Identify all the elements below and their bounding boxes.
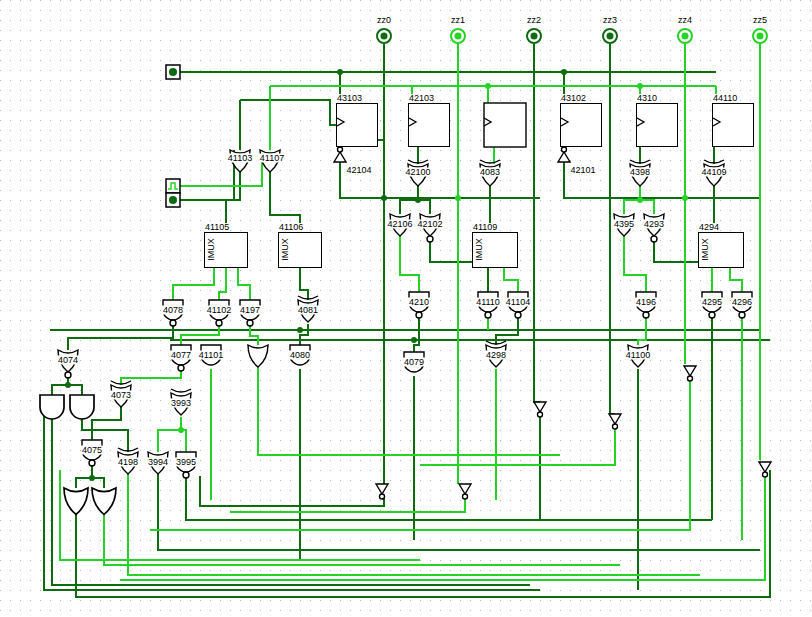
not-gate <box>459 484 471 499</box>
gate-label: 41107 <box>259 154 285 163</box>
or-gate <box>64 488 88 514</box>
mux-box: 41106IMUX <box>278 232 322 268</box>
gate-label: 4298 <box>485 351 507 360</box>
pin-name: zz5 <box>752 16 768 25</box>
clock-marker <box>409 117 419 129</box>
gate-label: 41103 <box>227 154 253 163</box>
pin-name: zz2 <box>526 16 542 25</box>
flip-flop-box: 43103 <box>336 103 378 147</box>
gate-label: 4398 <box>629 168 651 177</box>
gate-label: 4081 <box>297 306 319 315</box>
clock-marker <box>561 117 571 129</box>
wire-high <box>60 44 765 580</box>
gate-label: 4197 <box>239 306 261 315</box>
gate-label: 41101 <box>198 351 224 360</box>
gate-label: 4073 <box>110 391 132 400</box>
or-gate <box>92 488 116 514</box>
gate-label: 4077 <box>170 351 192 360</box>
not-gate <box>334 147 346 162</box>
flip-flop-unlabeled <box>484 103 526 147</box>
component-label: 41105 <box>205 223 229 232</box>
clock-marker <box>713 117 723 129</box>
pin-name: zz3 <box>602 16 618 25</box>
and-gate <box>70 395 94 419</box>
clock-marker <box>637 117 647 129</box>
clock-marker <box>337 117 347 129</box>
pin-name: zz1 <box>450 16 466 25</box>
pin-name: zz0 <box>376 16 392 25</box>
gate-label: 4196 <box>635 298 657 307</box>
gate-label: 3993 <box>170 399 192 408</box>
or-gate <box>248 345 268 367</box>
mux-box: 41105IMUX <box>204 232 248 268</box>
clock-marker-path <box>337 118 344 126</box>
gate-label: 3995 <box>175 458 197 467</box>
not-gate <box>609 414 621 429</box>
gate-label: 4293 <box>643 220 665 229</box>
logic-gates <box>40 147 771 514</box>
gate-label: 4079 <box>403 358 425 367</box>
output-pins <box>377 29 767 43</box>
pin-name: zz4 <box>677 16 693 25</box>
mux-box: 41109IMUX <box>472 232 518 268</box>
gate-label: 42101 <box>569 166 596 175</box>
junction-dots <box>65 69 567 481</box>
input-pins <box>166 65 180 207</box>
component-type: IMUX <box>281 238 290 261</box>
gate-label: 4083 <box>479 168 501 177</box>
not-gate <box>759 462 771 477</box>
not-gate <box>376 484 388 499</box>
not-gate <box>558 147 570 162</box>
gate-label: 41110 <box>475 298 501 307</box>
gate-label: 42106 <box>386 220 413 229</box>
component-label: 4294 <box>699 223 719 232</box>
gate-label: 4080 <box>289 351 311 360</box>
gate-label: 4198 <box>117 458 139 467</box>
not-gate <box>534 402 546 417</box>
component-label: 41106 <box>279 223 303 232</box>
wire-low <box>44 44 770 597</box>
gate-label: 4210 <box>408 298 430 307</box>
component-label: 44110 <box>713 94 737 103</box>
gate-label: 42102 <box>416 220 443 229</box>
clock-marker-path <box>713 118 720 126</box>
gate-label: 4296 <box>731 298 753 307</box>
gate-label: 41102 <box>206 306 232 315</box>
gate-label: 44109 <box>700 168 727 177</box>
clock-marker-path <box>637 118 644 126</box>
flip-flop-box: 4310 <box>636 103 678 147</box>
component-label: 41109 <box>473 223 497 232</box>
component-label: 42103 <box>409 94 434 103</box>
gate-label: 4078 <box>162 306 184 315</box>
mux-box: 4294IMUX <box>698 232 744 268</box>
clock-marker-path <box>409 118 416 126</box>
gate-label: 4295 <box>701 298 723 307</box>
component-label: 43103 <box>337 94 362 103</box>
gate-label: 42100 <box>404 168 431 177</box>
component-label: 4310 <box>637 94 657 103</box>
gate-label: 41100 <box>625 351 651 360</box>
component-type: IMUX <box>207 238 216 261</box>
gate-label: 4075 <box>81 446 103 455</box>
gate-label: 3994 <box>147 458 169 467</box>
flip-flop-box: 44110 <box>712 103 754 147</box>
clock-marker-path <box>561 118 568 126</box>
gate-label: 41104 <box>505 298 531 307</box>
component-type: IMUX <box>475 238 484 261</box>
gate-label: 4395 <box>613 220 635 229</box>
junction-dots-high <box>178 83 688 433</box>
and-gate <box>40 395 64 419</box>
component-label: 43102 <box>561 94 586 103</box>
flip-flop-box: 42103 <box>408 103 450 147</box>
flip-flop-box: 43102 <box>560 103 602 147</box>
component-type: IMUX <box>701 238 710 261</box>
gate-label: 4074 <box>57 356 79 365</box>
not-gate <box>684 366 696 381</box>
gate-label: 42104 <box>345 166 372 175</box>
